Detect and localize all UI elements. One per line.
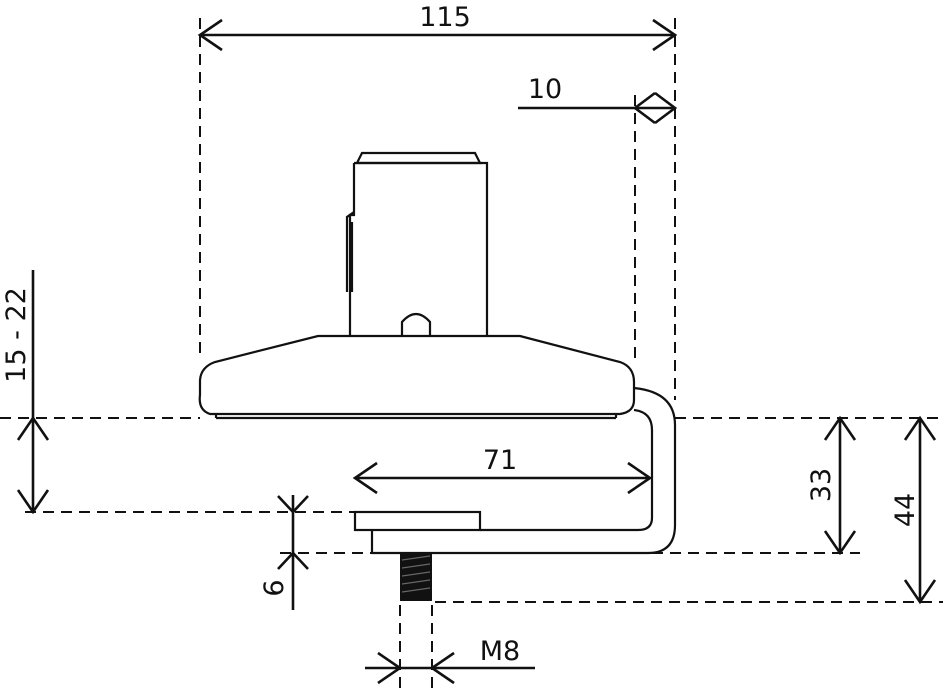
reference-lines: [0, 18, 943, 690]
dimension-33: 33: [806, 415, 857, 556]
dim-label-m8: M8: [480, 636, 520, 667]
dim-label-44: 44: [890, 493, 921, 527]
dim-label-71: 71: [483, 445, 517, 476]
dim-label-10: 10: [528, 74, 562, 105]
dim-label-15-22: 15 - 22: [1, 287, 32, 383]
threaded-bolt: [400, 553, 432, 601]
dimension-10: 10: [518, 74, 678, 125]
dim-label-115: 115: [419, 2, 471, 33]
part-outline: [198, 151, 677, 601]
dimension-115: 115: [197, 2, 678, 52]
dimension-44: 44: [890, 415, 937, 605]
dim-label-33: 33: [806, 468, 837, 502]
dimension-15-22: 15 - 22: [1, 270, 50, 515]
dim-label-6: 6: [259, 579, 290, 596]
dimension-71: 71: [352, 445, 653, 495]
dimension-6: 6: [259, 495, 309, 610]
dimension-m8: M8: [365, 636, 535, 685]
